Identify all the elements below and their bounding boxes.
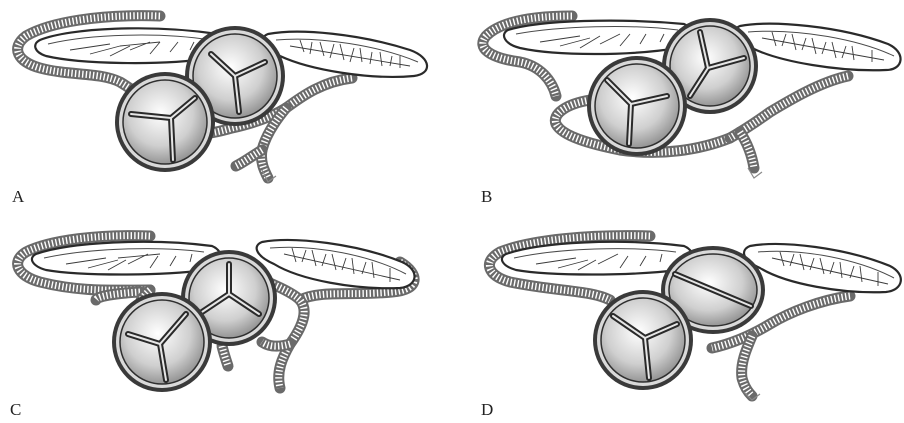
panel-d-valve-lower [593, 290, 693, 390]
panel-b [483, 16, 901, 178]
panel-d [489, 236, 900, 400]
panel-b-leaflet-left [504, 21, 693, 54]
panel-a [18, 16, 427, 182]
panel-d-leaflet-right [744, 244, 901, 292]
panel-b-leaflet-right [735, 24, 901, 71]
panel-a-label: A [12, 187, 25, 207]
panel-a-valve-lower [115, 72, 215, 172]
panel-b-label: B [481, 187, 493, 207]
panel-b-valve-lower [587, 56, 687, 156]
panel-d-label: D [481, 400, 494, 420]
panel-a-leaflet-right [263, 32, 427, 77]
panel-c-leaflet-right [257, 240, 415, 288]
panel-d-leaflet-left [502, 242, 693, 275]
panel-c-label: C [10, 400, 22, 420]
panel-c-valve-lower [112, 292, 212, 392]
panel-c [18, 236, 415, 392]
